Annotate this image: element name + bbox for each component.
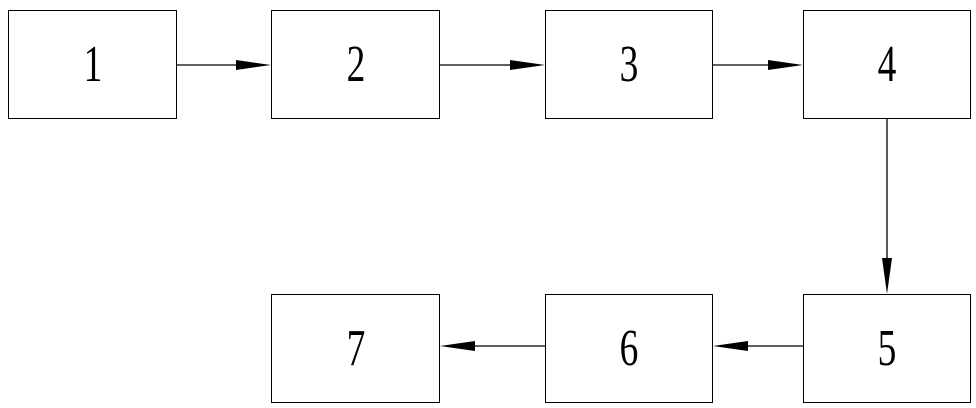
box-1: 1 [8, 10, 177, 119]
edge-4-to-5 [882, 119, 892, 294]
box-6-label: 6 [619, 319, 639, 377]
edge-1-to-2 [177, 60, 271, 70]
edge-3-to-4 [713, 60, 803, 70]
box-4: 4 [803, 10, 971, 119]
box-3: 3 [545, 10, 713, 119]
box-2-label: 2 [346, 35, 365, 93]
box-2: 2 [271, 10, 440, 119]
box-6: 6 [545, 294, 713, 403]
box-1-label: 1 [83, 35, 102, 93]
box-5-label: 5 [877, 319, 897, 377]
box-7: 7 [271, 294, 440, 403]
edge-5-to-6 [713, 341, 803, 351]
edge-2-to-3 [440, 60, 545, 70]
edge-6-to-7 [440, 341, 545, 351]
box-5: 5 [803, 294, 971, 403]
box-7-label: 7 [346, 319, 365, 377]
box-3-label: 3 [619, 35, 639, 93]
box-4-label: 4 [877, 35, 897, 93]
